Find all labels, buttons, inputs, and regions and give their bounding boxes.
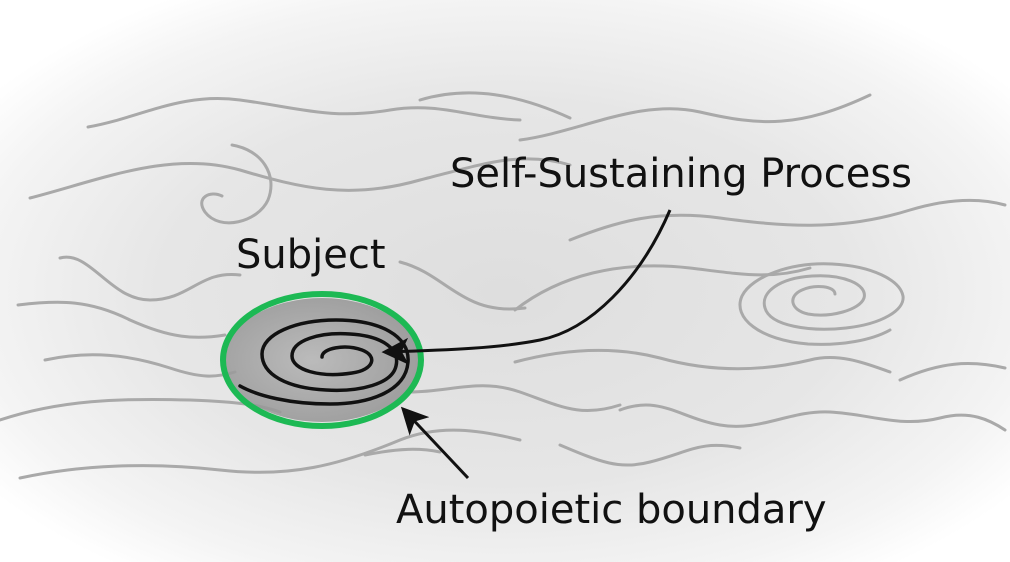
flow-lines: [0, 91, 1007, 480]
boundary-arrow: [400, 406, 470, 480]
flow-line: [363, 447, 442, 457]
flow-line: [58, 255, 242, 302]
flow-line: [86, 97, 522, 129]
subject-body: [224, 298, 420, 422]
flow-line: [43, 353, 237, 378]
flow-line: [16, 300, 227, 339]
subject-label: Subject: [236, 232, 386, 278]
flow-line: [408, 384, 622, 413]
process-arrow: [381, 209, 672, 365]
process-spiral: [238, 318, 410, 406]
flow-line: [398, 260, 527, 311]
flow-line: [418, 91, 572, 120]
environment-vortex: [738, 262, 905, 346]
flow-line: [18, 428, 522, 480]
flow-line: [898, 362, 1007, 382]
flow-line: [568, 198, 1007, 242]
boundary-label: Autopoietic boundary: [396, 487, 827, 533]
flow-line: [200, 143, 273, 225]
process-label: Self-Sustaining Process: [450, 151, 912, 197]
flow-line: [518, 93, 872, 142]
flow-line: [558, 443, 742, 467]
flow-line: [618, 403, 1007, 432]
autopoietic-boundary-ring: [220, 291, 424, 429]
flow-line: [28, 157, 572, 200]
flow-line: [513, 348, 892, 374]
